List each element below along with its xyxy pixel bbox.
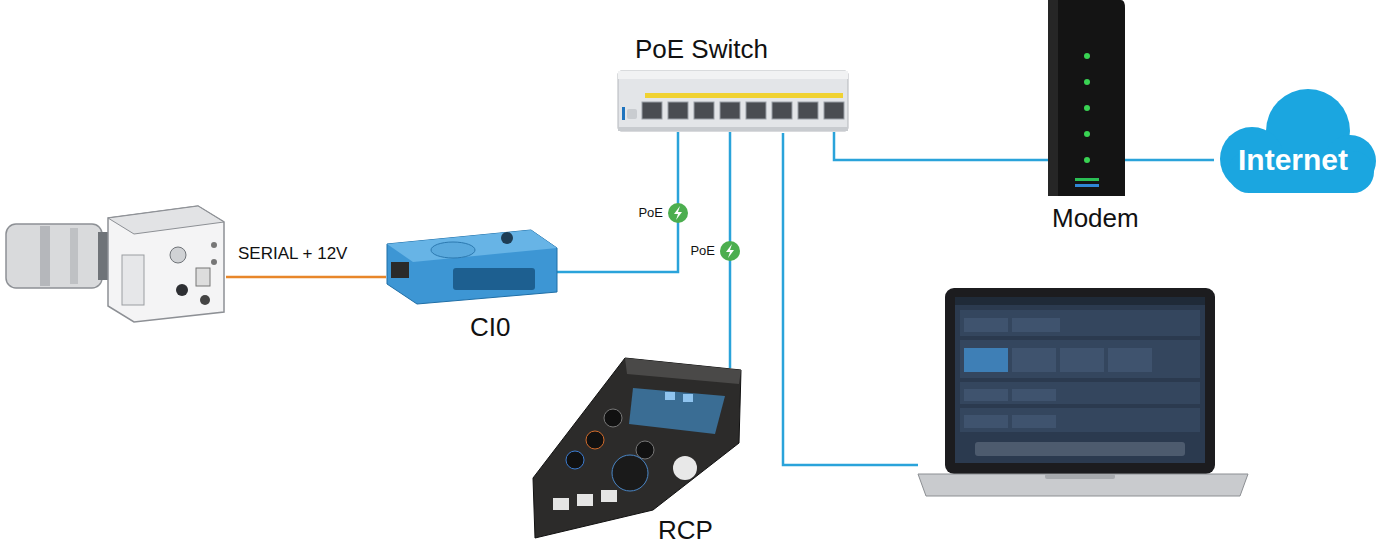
rcp-panel-art <box>525 348 750 552</box>
poe-bolt-icon <box>720 241 740 261</box>
ci0-interface: CI0 <box>383 222 560 344</box>
rcp-illustration <box>533 358 741 538</box>
device-label: RCP <box>658 516 713 545</box>
serial-wire <box>226 276 386 279</box>
ethernet-cable <box>557 132 678 272</box>
modem-art <box>1045 0 1165 236</box>
internet-cloud: Internet <box>1210 85 1376 197</box>
poe-switch: PoE Switch <box>615 35 850 132</box>
signal-label: SERIAL + 12V <box>238 245 347 264</box>
laptop-illustration <box>918 288 1248 496</box>
poe-bolt-icon <box>668 203 688 223</box>
modem-illustration <box>1048 0 1125 196</box>
camera-illustration <box>6 206 224 322</box>
device-label: Modem <box>1052 204 1139 233</box>
edge-label: PoE <box>637 206 664 220</box>
device-label: CI0 <box>470 313 510 342</box>
ethernet-cable <box>1125 159 1214 162</box>
switch-illustration <box>618 71 848 131</box>
modem: Modem <box>1045 0 1165 236</box>
ethernet-cable <box>834 132 1048 160</box>
ci0-illustration <box>387 230 557 304</box>
device-label: Internet <box>1238 143 1348 176</box>
edge-label: PoE <box>689 244 716 258</box>
ethernet-wire <box>783 133 918 465</box>
cloud-shape <box>1220 89 1376 193</box>
rcp-panel: RCP <box>525 348 750 552</box>
internet-cloud-art <box>1210 85 1376 197</box>
device-label: PoE Switch <box>635 35 768 64</box>
